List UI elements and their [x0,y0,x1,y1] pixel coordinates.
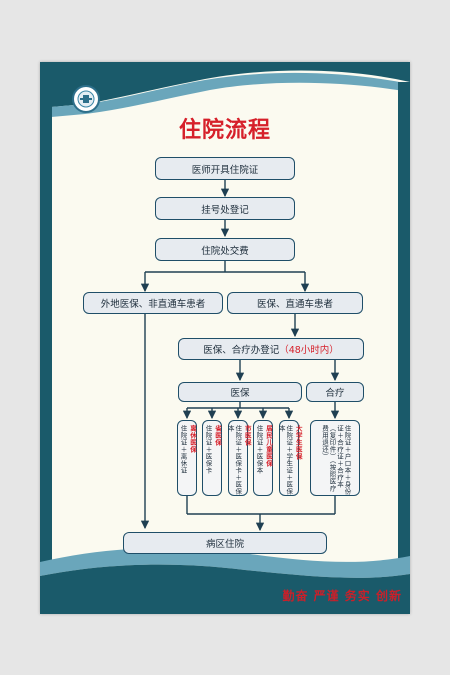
flow-connectors [140,180,340,532]
category-yibao: 医保 [178,382,302,402]
step-ward-admission: 病区住院 [123,532,327,554]
poster: 住院流程 [40,62,410,614]
left-frame-bar [40,102,52,572]
category-heliao: 合疗 [306,382,364,402]
branch-non-local-patients: 外地医保、非直通车患者 [83,292,223,314]
insurance-col-student: 大学生医保 住院证＋学生证＋医保本 [277,420,302,496]
bottom-wave-light [40,547,410,578]
frame-decoration [40,62,410,614]
register-time-note: （48小时内） [279,345,339,356]
right-frame-bar [398,82,410,562]
step-insurance-office-register: 医保、合疗办登记（48小时内） [178,338,364,360]
hospital-emblem-icon [72,85,100,113]
top-wave-dark [40,62,410,108]
insurance-col-resident-child: 居民儿童医保 住院证＋医保本 [253,420,273,496]
slogan: 勤奋 严谨 务实 创新 [282,589,402,603]
insurance-col-municipal: 市医保 住院证＋医保卡＋医保本 [226,420,251,496]
step-registration: 挂号处登记 [155,197,295,220]
bottom-wave-dark [40,564,410,614]
step-doctor-admission-cert: 医师开具住院证 [155,157,295,180]
insurance-col-provincial: 省医保 住院证＋医保卡 [202,420,222,496]
step-payment: 住院处交费 [155,238,295,261]
top-wave-light [40,72,410,118]
heliao-docs-col: 住院证＋户口本＋身份证＋合疗证＋合疗本（复印件）（按照医疗费用退还） [310,420,360,496]
page-title: 住院流程 [178,118,271,143]
insurance-col-lixiu: 离休医保 住院证＋离休证 [177,420,197,496]
branch-insured-patients: 医保、直通车患者 [227,292,363,314]
